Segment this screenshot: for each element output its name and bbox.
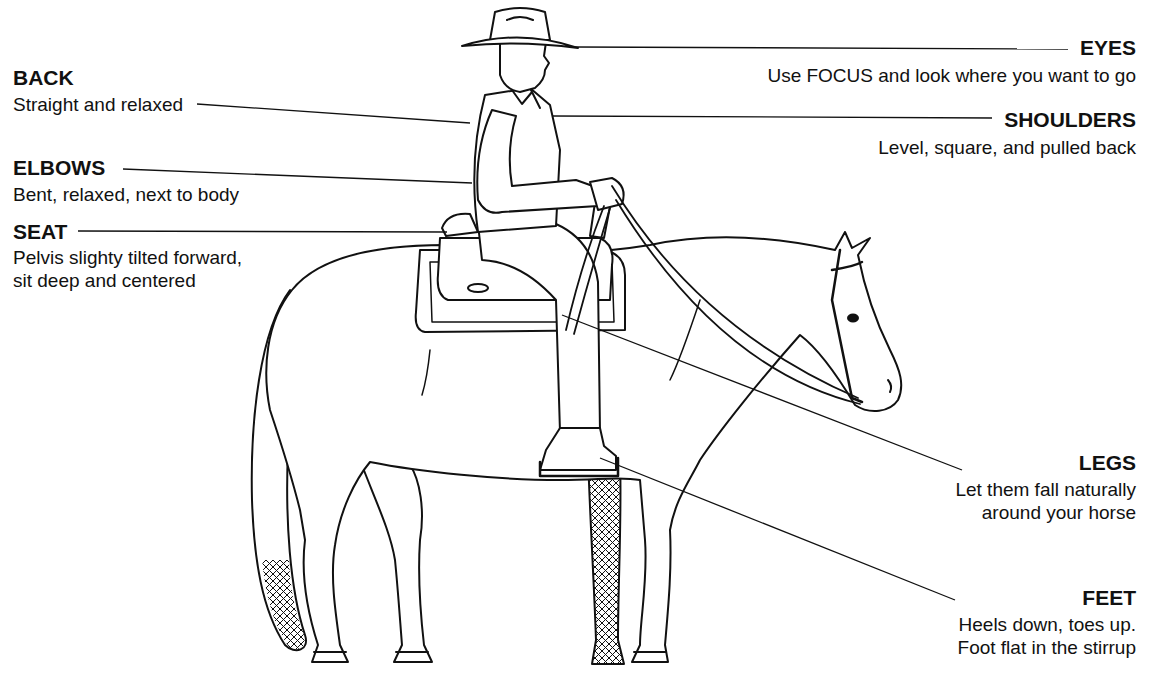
leader-line: [123, 169, 472, 183]
rider-boot: [540, 428, 616, 470]
part-note: Use FOCUS and look where you want to go: [696, 64, 1136, 87]
part-note: Level, square, and pulled back: [796, 136, 1136, 159]
rider-hat-brim: [462, 37, 578, 48]
part-note: Bent, relaxed, next to body: [13, 183, 333, 206]
rider-leg: [478, 224, 600, 432]
rein: [616, 200, 860, 404]
part-note: Straight and relaxed: [13, 93, 313, 116]
part-heading: EYES: [876, 36, 1136, 59]
leader-line: [575, 47, 1068, 49]
part-note: Let them fall naturally around your hors…: [924, 478, 1136, 524]
part-heading: FEET: [876, 586, 1136, 609]
far-front-leg: [588, 455, 624, 664]
leader-line: [197, 104, 470, 123]
part-note: Heels down, toes up. Foot flat in the st…: [934, 613, 1136, 659]
part-heading: SEAT: [13, 220, 273, 243]
rider-head: [500, 42, 549, 92]
part-heading: LEGS: [876, 451, 1136, 474]
leader-line: [78, 231, 447, 232]
part-heading: ELBOWS: [13, 156, 273, 179]
saddle-concho: [468, 284, 488, 292]
leader-line: [553, 116, 992, 118]
horse-nostril: [888, 380, 891, 392]
part-heading: SHOULDERS: [876, 108, 1136, 131]
leader-line: [562, 315, 962, 470]
saddle-cantle: [442, 214, 478, 236]
horse-eye: [848, 315, 858, 322]
hoof-line: [314, 651, 666, 653]
hat-band: [507, 17, 533, 20]
rein-end: [566, 206, 610, 334]
leader-line: [600, 458, 955, 600]
far-hind-leg: [360, 460, 432, 662]
bridle: [832, 250, 862, 402]
rider-hat-crown: [490, 8, 550, 40]
tail-hatching: [262, 560, 305, 649]
part-heading: BACK: [13, 66, 273, 89]
part-note: Pelvis slighty tilted forward, sit deep …: [13, 246, 255, 292]
rider-arm: [477, 110, 604, 213]
rein: [612, 186, 858, 398]
